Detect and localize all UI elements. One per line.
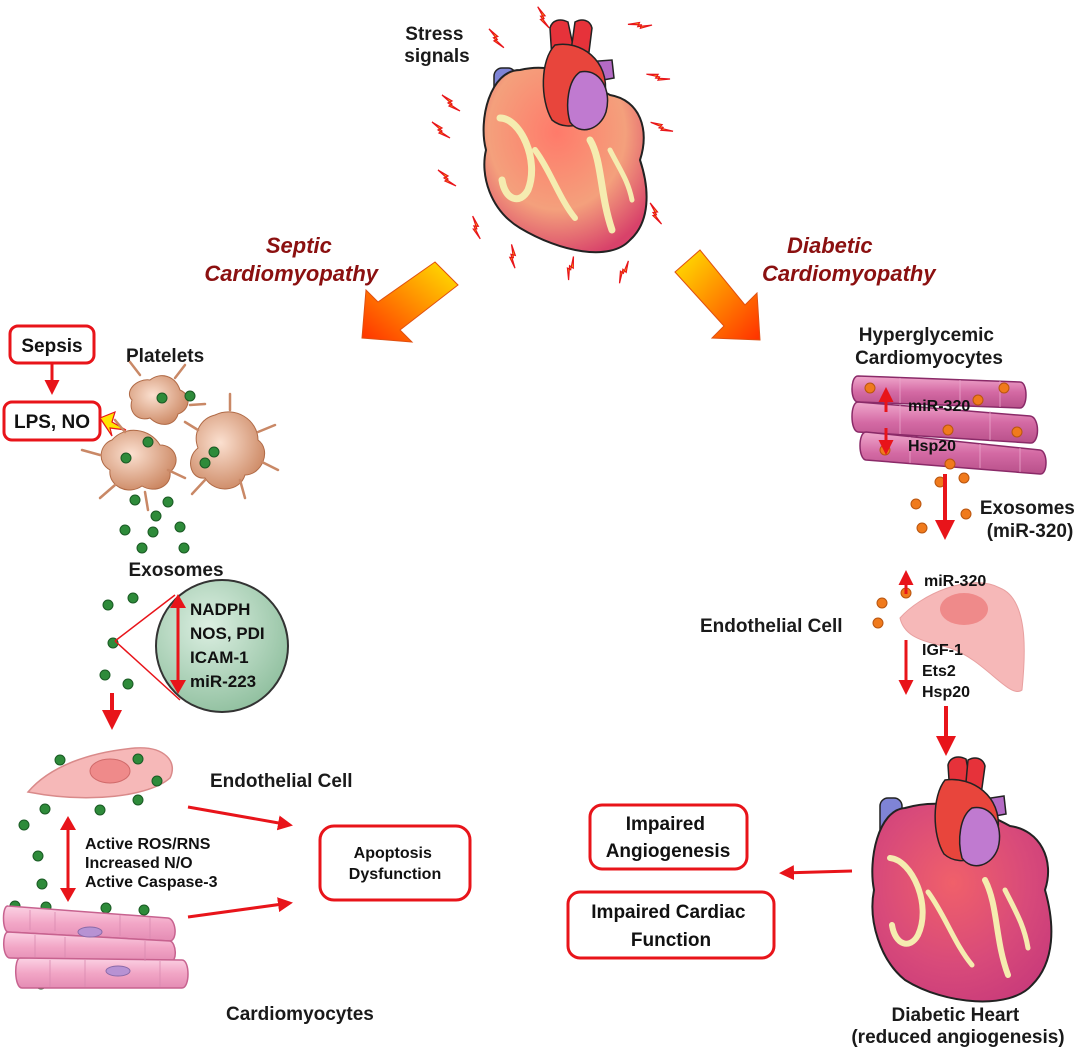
zoom-line-bottom	[114, 640, 181, 701]
sepsis-label: Sepsis	[21, 336, 82, 357]
septic-branch-arrow	[361, 261, 459, 343]
impaired-angiogenesis-label: Impaired Angiogenesis	[606, 814, 731, 862]
exosome-cargo-list: NADPH NOS, PDI ICAM-1 miR-223	[190, 600, 269, 691]
sepsis-box: Sepsis	[8, 324, 96, 365]
exosome-cargo-bubble: NADPH NOS, PDI ICAM-1 miR-223	[155, 579, 289, 713]
cardiomyocytes-left	[2, 905, 189, 989]
impaired-cardiac-function-label: Impaired Cardiac Function	[591, 902, 750, 951]
endo-down-list: IGF-1 Ets2 Hsp20	[922, 642, 970, 701]
platelets-cluster	[80, 360, 280, 512]
diabetic-branch-arrow	[674, 249, 761, 341]
endothelial-cell-label-left: Endothelial Cell	[210, 771, 353, 792]
hyperglycemic-cardiomyocytes-label: Hyperglycemic Cardiomyocytes	[855, 325, 1003, 369]
hsp20-down-label: Hsp20	[908, 438, 956, 455]
lps-no-label: LPS, NO	[14, 412, 90, 433]
stress-signals-label: Stress signals	[404, 24, 469, 67]
diabetic-heart	[871, 756, 1053, 1003]
endothelial-cell-left	[26, 747, 174, 799]
heart-to-outcomes-arrow	[779, 865, 853, 881]
endo-to-apoptosis-arrow	[187, 805, 293, 831]
cardiomyocytes-label-left: Cardiomyocytes	[226, 1004, 374, 1025]
zoom-line-top	[114, 594, 176, 642]
septic-cardiomyopathy-title: Septic Cardiomyopathy	[204, 233, 379, 286]
diabetic-heart-label: Diabetic Heart (reduced angiogenesis)	[851, 1005, 1064, 1048]
septic-effects-list: Active ROS/RNS Increased N/O Active Casp…	[85, 836, 218, 891]
endo-mir320-label: miR-320	[924, 573, 986, 590]
apoptosis-dysfunction-box: Apoptosis Dysfunction	[318, 824, 472, 902]
exosomes-label-left: Exosomes	[128, 560, 223, 581]
stressed-heart	[431, 6, 674, 284]
impaired-angiogenesis-box: Impaired Angiogenesis	[588, 803, 749, 871]
cardio-to-apoptosis-arrow	[187, 897, 293, 919]
mir320-up-label: miR-320	[908, 398, 970, 415]
platelets-label: Platelets	[126, 346, 204, 367]
apoptosis-dysfunction-label: Apoptosis Dysfunction	[349, 845, 441, 883]
impaired-cardiac-function-box: Impaired Cardiac Function	[566, 890, 776, 960]
diabetic-cardiomyopathy-title: Diabetic Cardiomyopathy	[762, 233, 937, 286]
lps-lightning-icon	[99, 410, 127, 437]
lps-no-box: LPS, NO	[2, 400, 102, 442]
platelet-exosomes	[99, 390, 220, 690]
endothelial-cell-right	[899, 582, 1025, 693]
exosomes-mir320-label: Exosomes (miR-320)	[980, 498, 1080, 542]
endothelial-cell-label-right: Endothelial Cell	[700, 616, 843, 637]
